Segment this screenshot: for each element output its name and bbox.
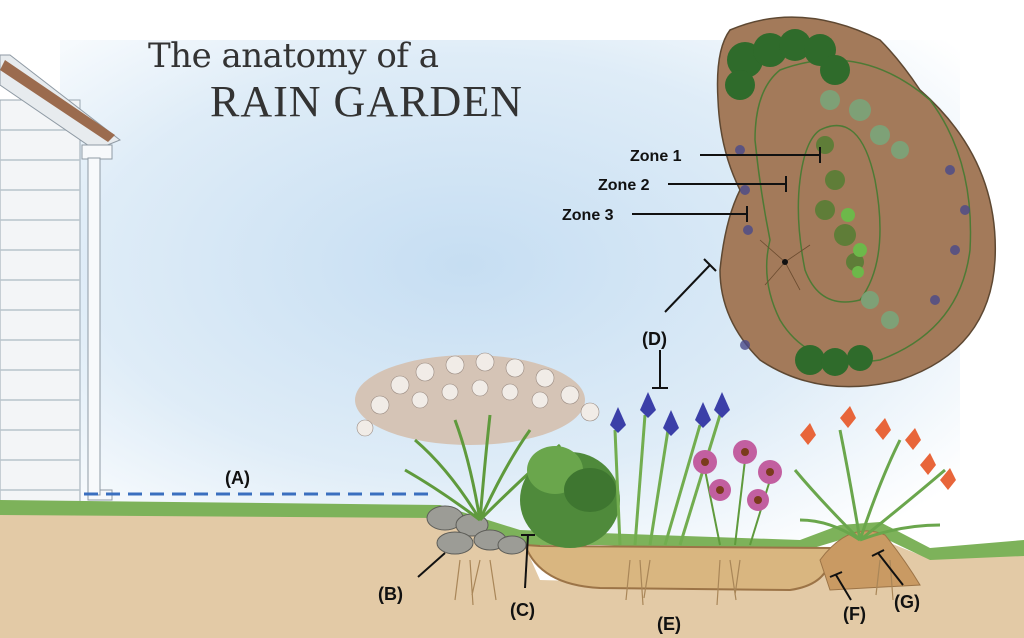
- basin: [525, 545, 830, 590]
- title-line-1: The anatomy of a: [148, 36, 438, 76]
- callout-b-label: (B): [378, 584, 403, 604]
- title-line-2: RAIN GARDEN: [210, 76, 523, 127]
- zone-2-label: Zone 2: [598, 177, 650, 194]
- callout-f-label: (F): [843, 604, 866, 624]
- callout-d-label: (D): [642, 329, 667, 349]
- zone-3-label: Zone 3: [562, 207, 614, 224]
- zone-1-label: Zone 1: [630, 148, 682, 165]
- callout-g-label: (G): [894, 592, 920, 612]
- callout-c-label: (C): [510, 600, 535, 620]
- callout-a-label: (A): [225, 468, 250, 488]
- callout-e-label: (E): [657, 614, 681, 634]
